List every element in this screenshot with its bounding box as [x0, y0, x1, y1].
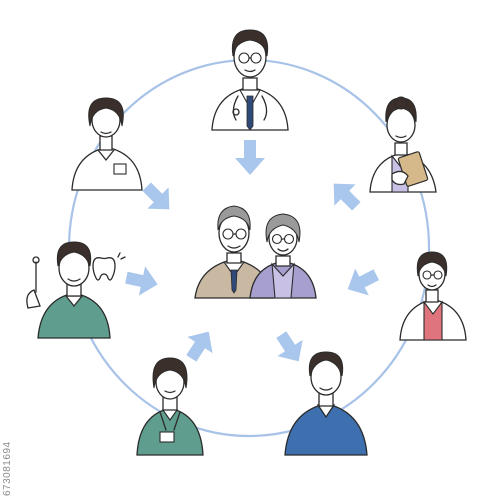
- grandfather: [194, 205, 274, 299]
- arrow-from-dental-hygienist: [125, 266, 158, 296]
- tooth-icon: [92, 252, 126, 281]
- care-manager: [399, 251, 467, 341]
- grandmother: [249, 213, 317, 299]
- stock-id-watermark: 673081694: [2, 441, 13, 496]
- doctor: [211, 29, 289, 131]
- arrow-from-care-worker: [276, 331, 303, 362]
- office-staff: [136, 357, 204, 456]
- arrow-from-doctor: [235, 140, 265, 175]
- elderly-couple: [194, 205, 317, 299]
- dental-hygienist: [26, 241, 126, 339]
- arrow-from-office-staff: [186, 331, 213, 362]
- pharmacist: [369, 96, 437, 193]
- nurse: [71, 97, 143, 191]
- care-worker: [284, 351, 368, 456]
- arrow-from-care-manager: [347, 268, 379, 296]
- arrows: [125, 140, 379, 362]
- arrow-from-pharmacist: [333, 183, 361, 211]
- arrow-from-nurse: [142, 182, 170, 210]
